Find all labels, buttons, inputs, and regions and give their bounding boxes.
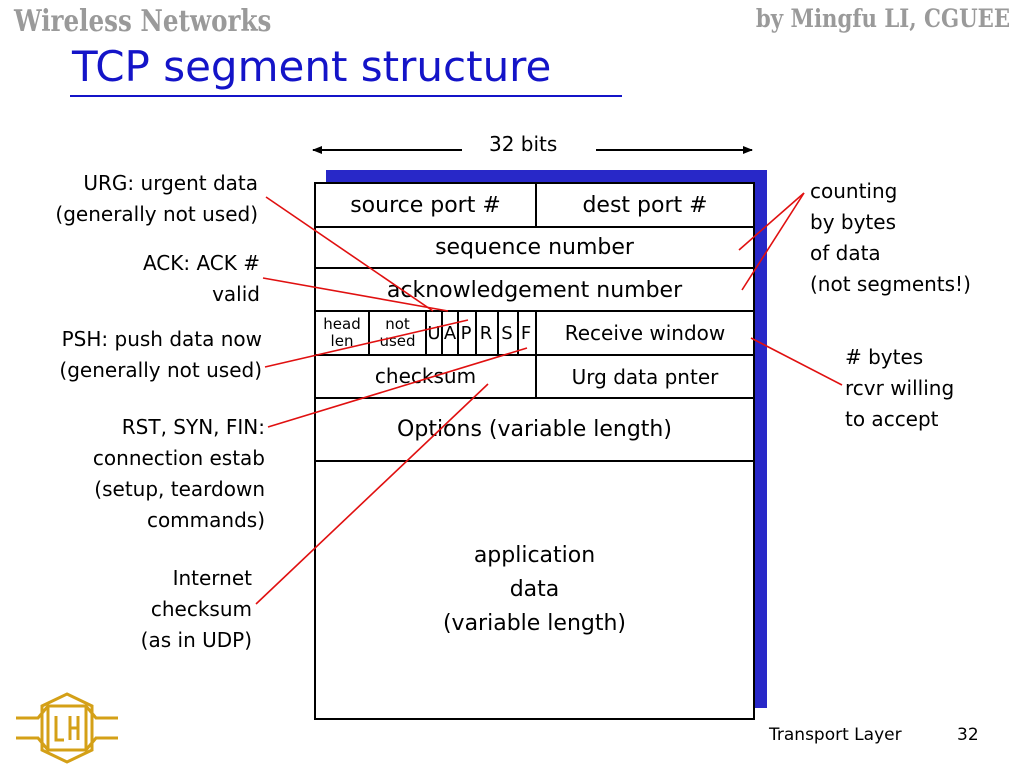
annotation-checksum: Internet checksum (as in UDP) [141,563,252,656]
ack-number-field: acknowledgement number [386,277,683,303]
flag-syn: S [501,322,513,344]
pointer-line-checksum [255,383,489,605]
row-divider-6 [316,460,753,462]
flag-divider [497,312,499,354]
annotation-bytes-line-3: to accept [845,407,939,431]
row-divider-3 [316,310,753,312]
not-used-field: not used [379,315,416,350]
dest-port-field: dest port # [582,192,708,218]
annotation-bytes-line-2: rcvr willing [845,376,955,400]
university-logo-icon [16,692,118,764]
annotation-counting: counting by bytes of data (not segments!… [810,176,971,300]
row-divider-1 [316,226,753,228]
pointer-line-bytes [750,337,843,386]
flag-divider [517,312,519,354]
annotation-counting-line-4: (not segments!) [810,272,971,296]
annotation-checksum-line-2: checksum [150,597,252,621]
sequence-number-field: sequence number [435,234,634,260]
pointer-line-urg [265,196,434,312]
annotation-bytes-line-1: # bytes [845,345,924,369]
nu-divider [425,312,427,354]
flag-divider [441,312,443,354]
annotation-urg-line-2: (generally not used) [55,202,258,226]
annotation-urg-line-1: URG: urgent data [83,171,258,195]
annotation-counting-line-2: by bytes [810,210,896,234]
annotation-ack: ACK: ACK # valid [143,248,260,310]
app-data-line-1: application [473,543,596,568]
options-field: Options (variable length) [397,417,672,442]
receive-window-field: Receive window [564,321,726,345]
annotation-psh: PSH: push data now (generally not used) [59,324,262,386]
row-divider-2 [316,267,753,269]
annotation-ack-line-1: ACK: ACK # [142,251,260,275]
flag-divider [475,312,477,354]
slide-title: TCP segment structure [72,42,552,91]
annotation-rst-line-3: (setup, teardown [94,477,265,501]
annotation-checksum-line-3: (as in UDP) [140,628,252,652]
title-underline [70,95,622,97]
row5-divider [535,356,537,398]
hl-divider [368,312,370,354]
row4-divider [535,312,537,354]
annotation-rst-syn-fin: RST, SYN, FIN: connection estab (setup, … [93,412,265,536]
row1-divider [535,184,537,226]
annotation-counting-line-3: of data [810,241,881,265]
annotation-rst-line-1: RST, SYN, FIN: [121,415,265,439]
flag-ack: A [443,322,457,344]
annotation-checksum-line-1: Internet [172,566,252,590]
pointer-line-counting-ack [741,192,805,291]
app-data-line-2: data [509,577,560,602]
annotation-psh-line-1: PSH: push data now [61,327,262,351]
flag-divider [457,312,459,354]
application-data-field: application data (variable length) [316,462,753,718]
annotation-rst-line-4: commands) [146,508,265,532]
annotation-urg: URG: urgent data (generally not used) [55,168,258,230]
author-header: by Mingfu LI, CGUEE [755,4,1010,33]
pointer-line-rst-syn-fin [267,347,528,428]
annotation-psh-line-2: (generally not used) [59,358,262,382]
app-data-line-3: (variable length) [442,611,627,636]
pointer-line-psh [264,319,469,368]
footer-section-label: Transport Layer [769,725,902,745]
pointer-line-ack [262,277,449,312]
header-length-field: head len [323,315,361,350]
pointer-line-counting-seq [738,192,805,251]
bits-width-label: 32 bits [489,132,558,156]
annotation-rst-line-2: connection estab [92,446,265,470]
annotation-ack-line-2: valid [212,282,260,306]
source-port-field: source port # [350,192,501,218]
row-divider-5 [316,397,753,399]
page-number: 32 [957,725,979,745]
urg-pointer-field: Urg data pnter [571,365,719,389]
annotation-counting-line-1: counting [810,179,898,203]
tcp-segment-diagram: source port # dest port # sequence numbe… [314,182,755,720]
flag-fin: F [520,322,532,344]
course-title-header: Wireless Networks [14,4,272,39]
row-divider-4 [316,354,753,356]
annotation-bytes: # bytes rcvr willing to accept [845,342,954,435]
flag-rst: R [479,322,493,344]
flag-psh: P [460,322,472,344]
